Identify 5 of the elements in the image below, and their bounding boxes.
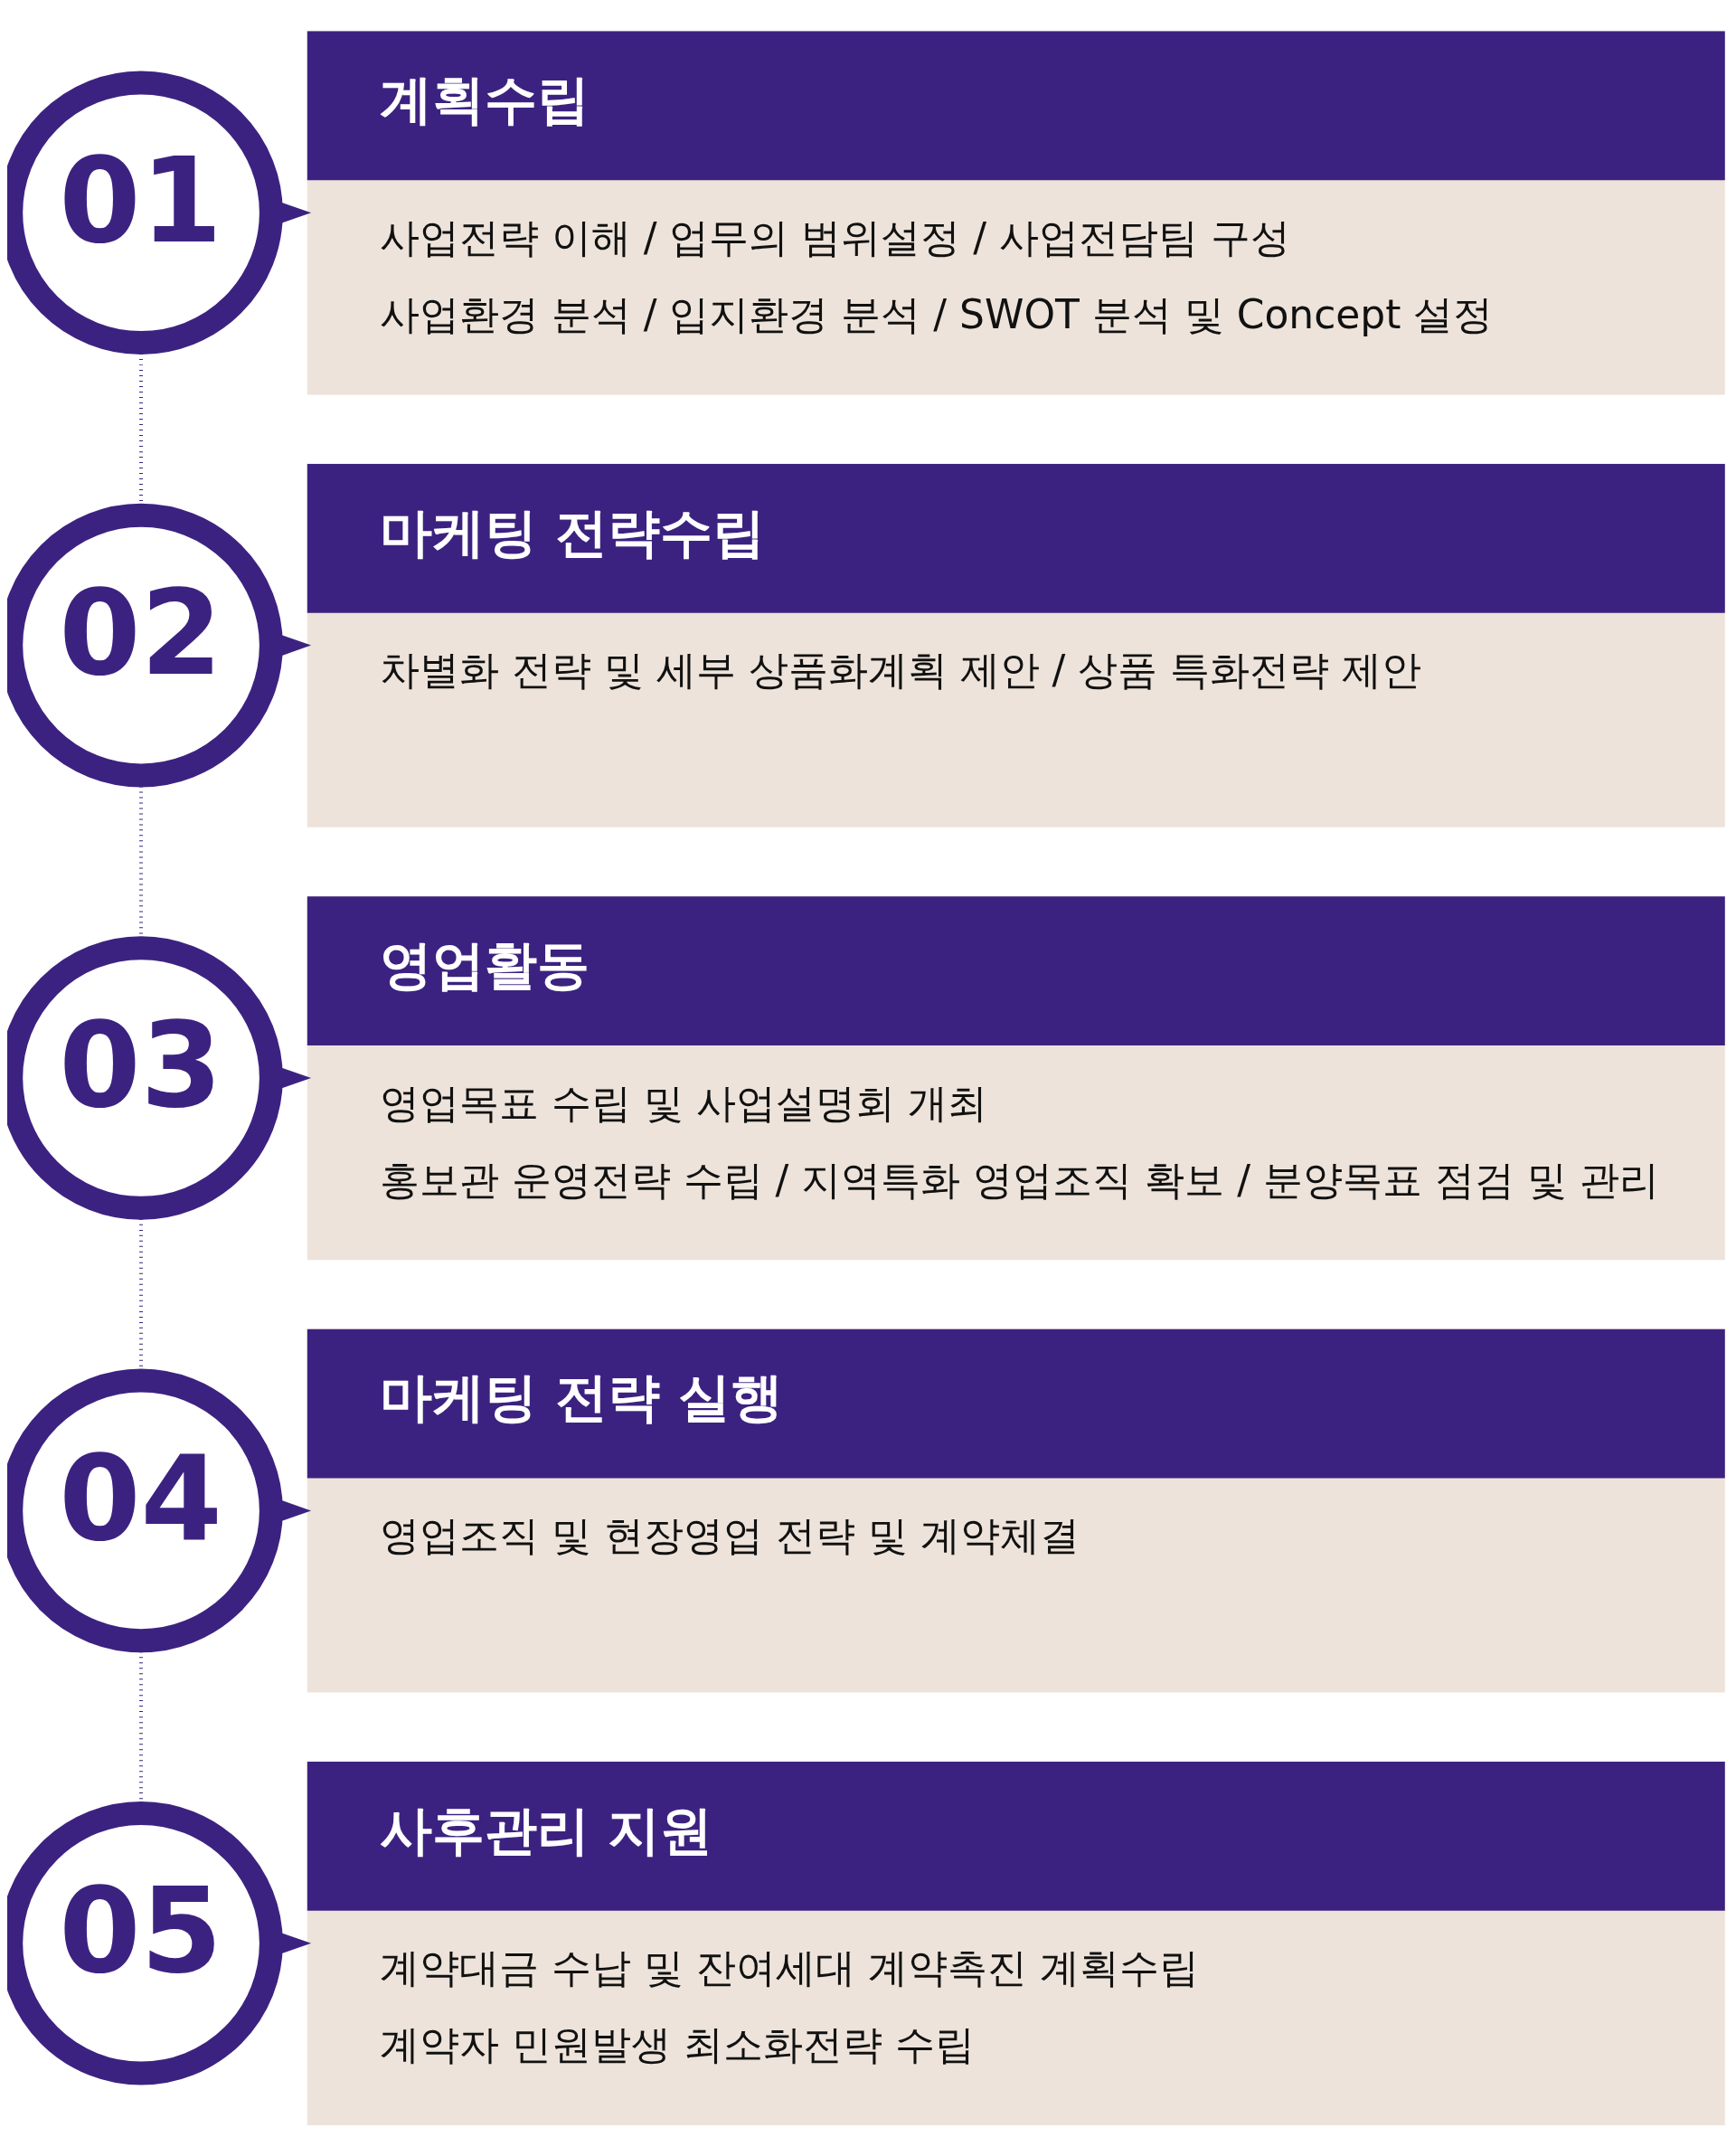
node-circle: 02 bbox=[7, 503, 283, 788]
node-circle: 04 bbox=[7, 1368, 283, 1653]
node-circle: 05 bbox=[7, 1801, 283, 2085]
node-circle: 03 bbox=[7, 936, 283, 1220]
node-circle: 01 bbox=[7, 71, 283, 355]
